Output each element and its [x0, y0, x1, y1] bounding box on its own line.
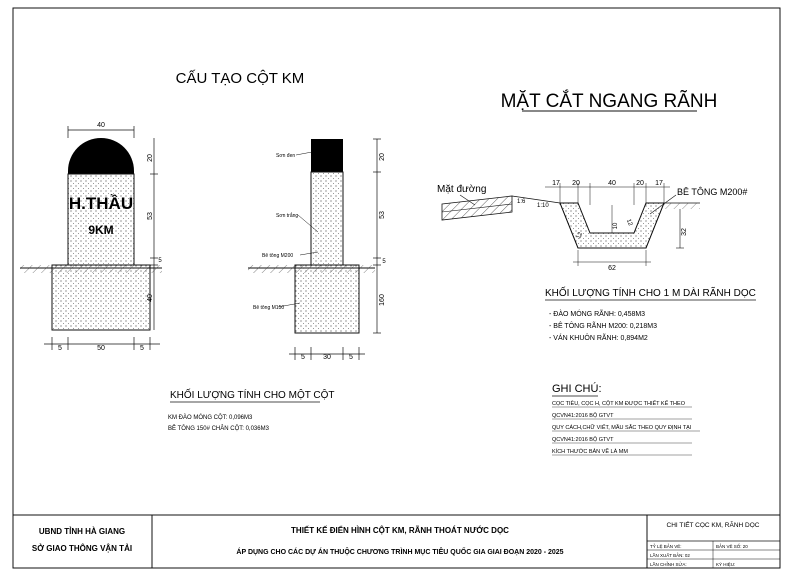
ditch-dim-wall-right: 12 [625, 218, 633, 227]
notes-line-4: QCVN41:2016 BỘ GTVT [552, 436, 614, 443]
side-dim-foundation: 160 [379, 294, 386, 306]
issue-label: LẦN XUẤT BẢN: 02 [650, 552, 690, 558]
side-dim-ground: 5 [382, 259, 386, 265]
concrete-label: BÊ TÔNG M200# [677, 187, 747, 197]
side-body [310, 171, 344, 266]
km-post-foundation [51, 264, 151, 331]
km-post-cap [68, 138, 134, 174]
ditch-dim-wall-left: 12 [576, 231, 584, 240]
road-label: Mặt đường [437, 184, 486, 195]
km-post-name: H.THẦU [69, 194, 133, 213]
notes-line-3: QUY CÁCH,CHỮ VIẾT, MẦU SẮC THEO QUY ĐỊNH… [552, 423, 692, 431]
scale-label: TỶ LỆ BẢN VẼ: [650, 542, 682, 549]
ditch-volume-block: KHỐI LƯỢNG TÍNH CHO 1 M DÀI RÃNH DỌC - Đ… [545, 285, 756, 342]
sheet-no-label: BẢN VẼ SỐ: 20 [716, 543, 748, 549]
ditch-volume-line-1: - ĐÀO MÓNG RÃNH: 0,458M3 [549, 309, 645, 318]
dim-base-left: 5 [58, 345, 62, 352]
sheet-name: CHI TIẾT CỌC KM, RÃNH DỌC [667, 519, 760, 529]
notes-line-1: CỌC TIÊU, CỌC H, CỘT KM ĐƯỢC THIẾT KẾ TH… [552, 399, 686, 407]
left-title: CẤU TẠO CỘT KM [176, 70, 305, 87]
ditch-volume-line-3: - VÁN KHUÔN RÃNH: 0,894M2 [549, 333, 648, 342]
ditch-dim-2: 20 [572, 180, 580, 187]
ditch-dim-1: 17 [552, 180, 560, 187]
dim-ground: 5 [158, 258, 162, 264]
ditch-volume-line-2: - BÊ TÔNG RÃNH M200: 0,218M3 [549, 321, 657, 330]
label-concrete-m150: Bê tông M150 [253, 305, 284, 311]
org-line-2: SỞ GIAO THÔNG VẬN TẢI [32, 544, 132, 553]
post-volume-line-1: KM ĐÀO MÓNG CỘT: 0,096M3 [168, 414, 253, 421]
ditch-dim-4: 20 [636, 180, 644, 187]
project-line-1: THIẾT KẾ ĐIỂN HÌNH CỘT KM, RÃNH THOÁT NƯ… [291, 525, 509, 535]
side-cap [311, 139, 343, 172]
side-dim-base-mid: 30 [323, 354, 331, 361]
label-concrete-m200: Bê tông M200 [262, 253, 293, 259]
km-post-distance: 9KM [88, 223, 113, 237]
org-line-1: UBND TỈNH HÀ GIANG [39, 527, 125, 536]
ditch-dim-bottom: 62 [608, 265, 616, 272]
revision-label: LẦN CHỈNH SỬA: [650, 561, 687, 567]
km-post-side-view: Sơn đen Sơn trắng Bê tông M200 Bê tông M… [248, 138, 386, 361]
side-dim-cap: 20 [379, 153, 386, 161]
slope-1: 1:6 [517, 199, 526, 205]
side-dim-body: 53 [379, 211, 386, 219]
right-title: MẶT CẮT NGANG RÃNH [501, 90, 718, 112]
post-volume-line-2: BÊ TÔNG 150# CHÂN CỘT: 0,036M3 [168, 424, 270, 432]
notes-block: GHI CHÚ: CỌC TIÊU, CỌC H, CỘT KM ĐƯỢC TH… [552, 382, 700, 456]
side-dim-base-right: 5 [349, 354, 353, 361]
label-paint-white: Sơn trắng [276, 212, 298, 219]
dim-cap: 20 [147, 154, 154, 162]
dim-top-width: 40 [97, 122, 105, 129]
km-post-body [67, 173, 135, 266]
project-line-2: ÁP DỤNG CHO CÁC DỰ ÁN THUỘC CHƯƠNG TRÌNH… [236, 546, 563, 556]
post-volume-title: KHỐI LƯỢNG TÍNH CHO MỘT CỘT [170, 387, 335, 401]
dim-foundation: 40 [147, 294, 154, 302]
side-dim-base-left: 5 [301, 354, 305, 361]
ditch-dim-5: 17 [655, 180, 663, 187]
ditch-cross-section: Mặt đường BÊ TÔNG M200# 1:6 1:10 17 20 4… [437, 180, 747, 272]
side-foundation [294, 264, 360, 334]
dim-body: 53 [147, 212, 154, 220]
ditch-dim-inner: 10 [613, 222, 619, 229]
title-block: UBND TỈNH HÀ GIANG SỞ GIAO THÔNG VẬN TẢI… [13, 514, 780, 568]
dim-base-mid: 50 [97, 345, 105, 352]
post-volume-block: KHỐI LƯỢNG TÍNH CHO MỘT CỘT KM ĐÀO MÓNG … [168, 387, 335, 432]
notes-title: GHI CHÚ: [552, 382, 602, 395]
sheet-border [12, 7, 781, 569]
ditch-dim-depth: 32 [681, 228, 688, 236]
notes-line-5: KÍCH THƯỚC BẢN VẼ LÀ MM [552, 448, 628, 455]
notes-line-2: QCVN41:2016 BỘ GTVT [552, 412, 614, 419]
slope-2: 1:10 [537, 203, 549, 209]
km-post-front-view: 40 H.THẦU 9KM 20 53 5 40 5 50 5 [20, 122, 162, 352]
ditch-dim-3: 40 [608, 180, 616, 187]
ditch-volume-title: KHỐI LƯỢNG TÍNH CHO 1 M DÀI RÃNH DỌC [545, 285, 756, 299]
label-paint-black: Sơn đen [276, 153, 295, 159]
code-label: KÝ HIỆU: [716, 560, 735, 567]
dim-base-right: 5 [140, 345, 144, 352]
